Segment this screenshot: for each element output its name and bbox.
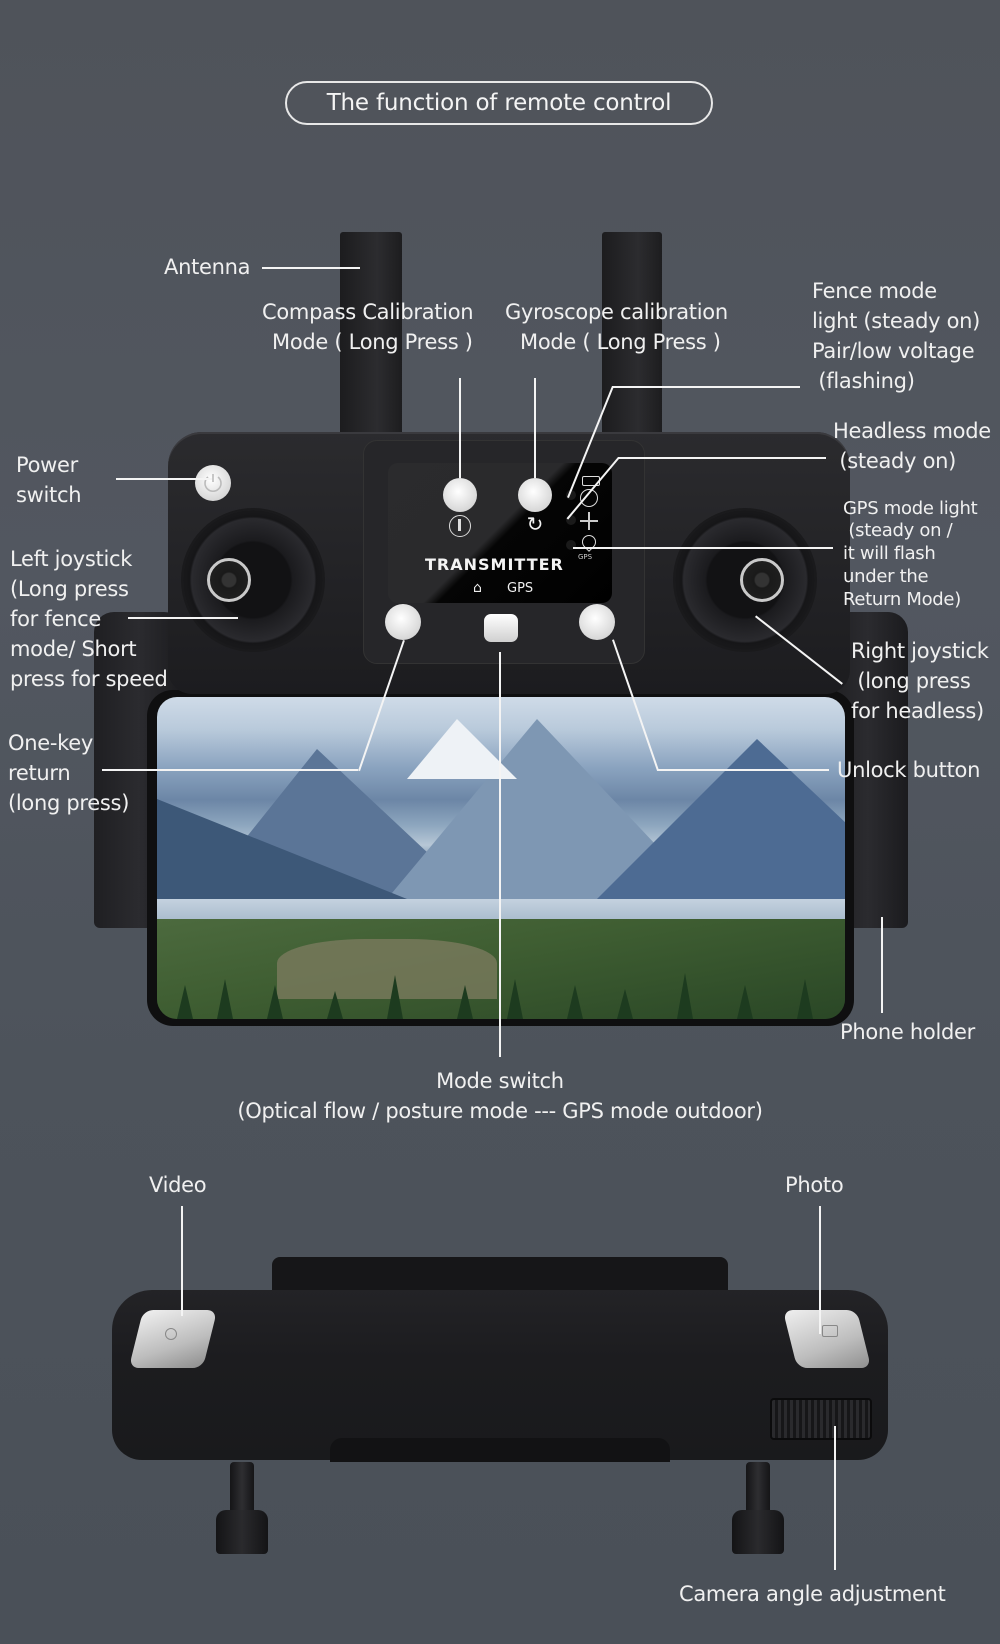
- home-icon: ⌂: [473, 580, 482, 596]
- one-key-return-button[interactable]: [385, 604, 421, 640]
- right-joystick[interactable]: [740, 558, 784, 602]
- label-fence-light-1: Fence mode: [812, 279, 937, 303]
- label-compass-2: Mode ( Long Press ): [272, 330, 473, 354]
- label-gps-light-1: GPS mode light: [843, 498, 978, 519]
- right-stick-cap: [732, 1510, 784, 1554]
- label-gps-light-5: Return Mode): [843, 589, 961, 610]
- camera-icon: [822, 1325, 838, 1337]
- left-stick-cap: [216, 1510, 268, 1554]
- left-joystick-gimbal: [183, 510, 323, 650]
- camera-angle-wheel[interactable]: [770, 1398, 872, 1440]
- label-left-joystick-4: mode/ Short: [10, 637, 137, 661]
- gps-mode-light: [566, 540, 576, 550]
- label-power-1: Power: [16, 453, 78, 477]
- video-icon: [165, 1328, 177, 1340]
- left-stick-post: [230, 1462, 254, 1514]
- screen-gps-text: GPS: [507, 581, 534, 596]
- controller-bottom-body: [112, 1290, 888, 1460]
- label-left-joystick-5: press for speed: [10, 667, 168, 691]
- photo-button[interactable]: [782, 1310, 872, 1368]
- unlock-button[interactable]: [579, 604, 615, 640]
- compass-icon: [449, 515, 471, 537]
- label-right-joystick-2: (long press: [851, 669, 971, 693]
- right-stick-post: [746, 1462, 770, 1514]
- label-left-joystick-2: (Long press: [10, 577, 129, 601]
- gyroscope-calibration-button[interactable]: [518, 478, 552, 512]
- label-right-joystick-1: Right joystick: [851, 639, 989, 663]
- label-one-key-return-1: One-key: [8, 731, 93, 755]
- label-fence-light-4: (flashing): [812, 369, 915, 393]
- label-fence-light-3: Pair/low voltage: [812, 339, 975, 363]
- label-video: Video: [149, 1173, 207, 1197]
- label-fence-light-2: light (steady on): [812, 309, 981, 333]
- label-photo: Photo: [785, 1173, 844, 1197]
- mode-switch[interactable]: [484, 614, 518, 642]
- label-mode-switch-1: Mode switch: [436, 1069, 564, 1093]
- headless-mode-light: [566, 515, 576, 525]
- transmitter-display: [388, 463, 612, 603]
- phone-screen-landscape: [157, 697, 845, 1019]
- gps-icon-label: GPS: [578, 553, 593, 561]
- label-left-joystick-3: for fence: [10, 607, 101, 631]
- label-phone-holder: Phone holder: [840, 1020, 976, 1044]
- label-right-joystick-3: for headless): [851, 699, 984, 723]
- label-one-key-return-3: (long press): [8, 791, 130, 815]
- label-headless-2: (steady on): [833, 449, 957, 473]
- label-compass-1: Compass Calibration: [262, 300, 474, 324]
- fence-mode-light: [566, 490, 576, 500]
- compass-calibration-button[interactable]: [443, 478, 477, 512]
- label-gyroscope-2: Mode ( Long Press ): [520, 330, 721, 354]
- label-camera-angle: Camera angle adjustment: [679, 1582, 946, 1606]
- label-headless-1: Headless mode: [833, 419, 991, 443]
- label-power-2: switch: [16, 483, 82, 507]
- label-one-key-return-2: return: [8, 761, 71, 785]
- antenna-right: [602, 232, 662, 442]
- label-antenna: Antenna: [164, 255, 251, 279]
- transmitter-brand: TRANSMITTER: [425, 555, 564, 574]
- label-left-joystick-1: Left joystick: [10, 547, 133, 571]
- label-gyroscope-1: Gyroscope calibration: [505, 300, 728, 324]
- page-title: The function of remote control: [285, 81, 713, 125]
- label-gps-light-4: under the: [843, 566, 929, 587]
- refresh-icon: ↻: [526, 512, 544, 536]
- power-icon: [204, 474, 222, 492]
- left-joystick[interactable]: [207, 558, 251, 602]
- power-button[interactable]: [195, 465, 231, 501]
- label-gps-light-2: (steady on /: [843, 520, 953, 541]
- label-mode-switch-2: (Optical flow / posture mode --- GPS mod…: [237, 1099, 763, 1123]
- label-gps-light-3: it will flash: [843, 543, 936, 564]
- label-unlock-button: Unlock button: [837, 758, 981, 782]
